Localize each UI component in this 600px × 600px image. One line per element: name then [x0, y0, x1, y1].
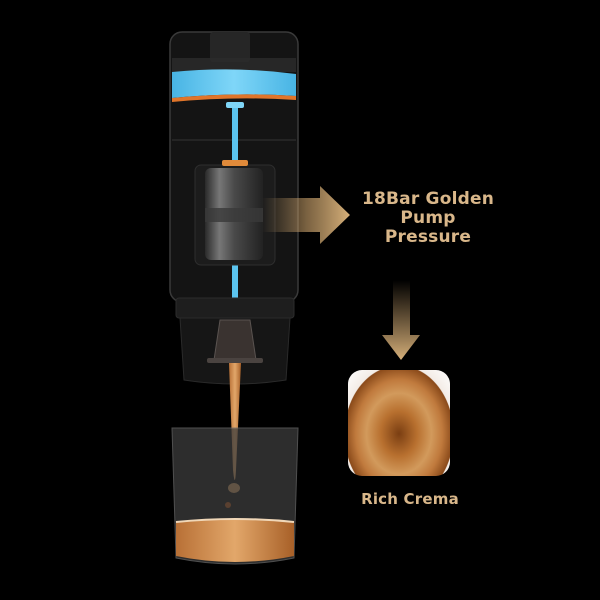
coffee-capsule	[213, 319, 257, 361]
pressure-caption-line-2: Pump	[400, 208, 456, 228]
pressure-caption-line-3: Pressure	[384, 227, 472, 247]
arrow-right-icon	[262, 186, 350, 244]
crema-closeup-image	[348, 370, 450, 476]
crema-caption: Rich Crema	[361, 490, 459, 508]
coffee-stream	[229, 363, 241, 480]
water-tank	[172, 69, 296, 98]
espresso-in-cup	[176, 519, 294, 562]
pump-cap	[222, 160, 248, 166]
orange-seal	[172, 94, 296, 102]
machine-body	[169, 31, 299, 385]
glass-cup	[171, 427, 299, 565]
pressure-caption: 18Bar Golden Pump Pressure	[358, 190, 498, 247]
pressure-caption-line-1: 18Bar Golden	[361, 189, 495, 209]
arrow-down-icon	[382, 280, 420, 360]
